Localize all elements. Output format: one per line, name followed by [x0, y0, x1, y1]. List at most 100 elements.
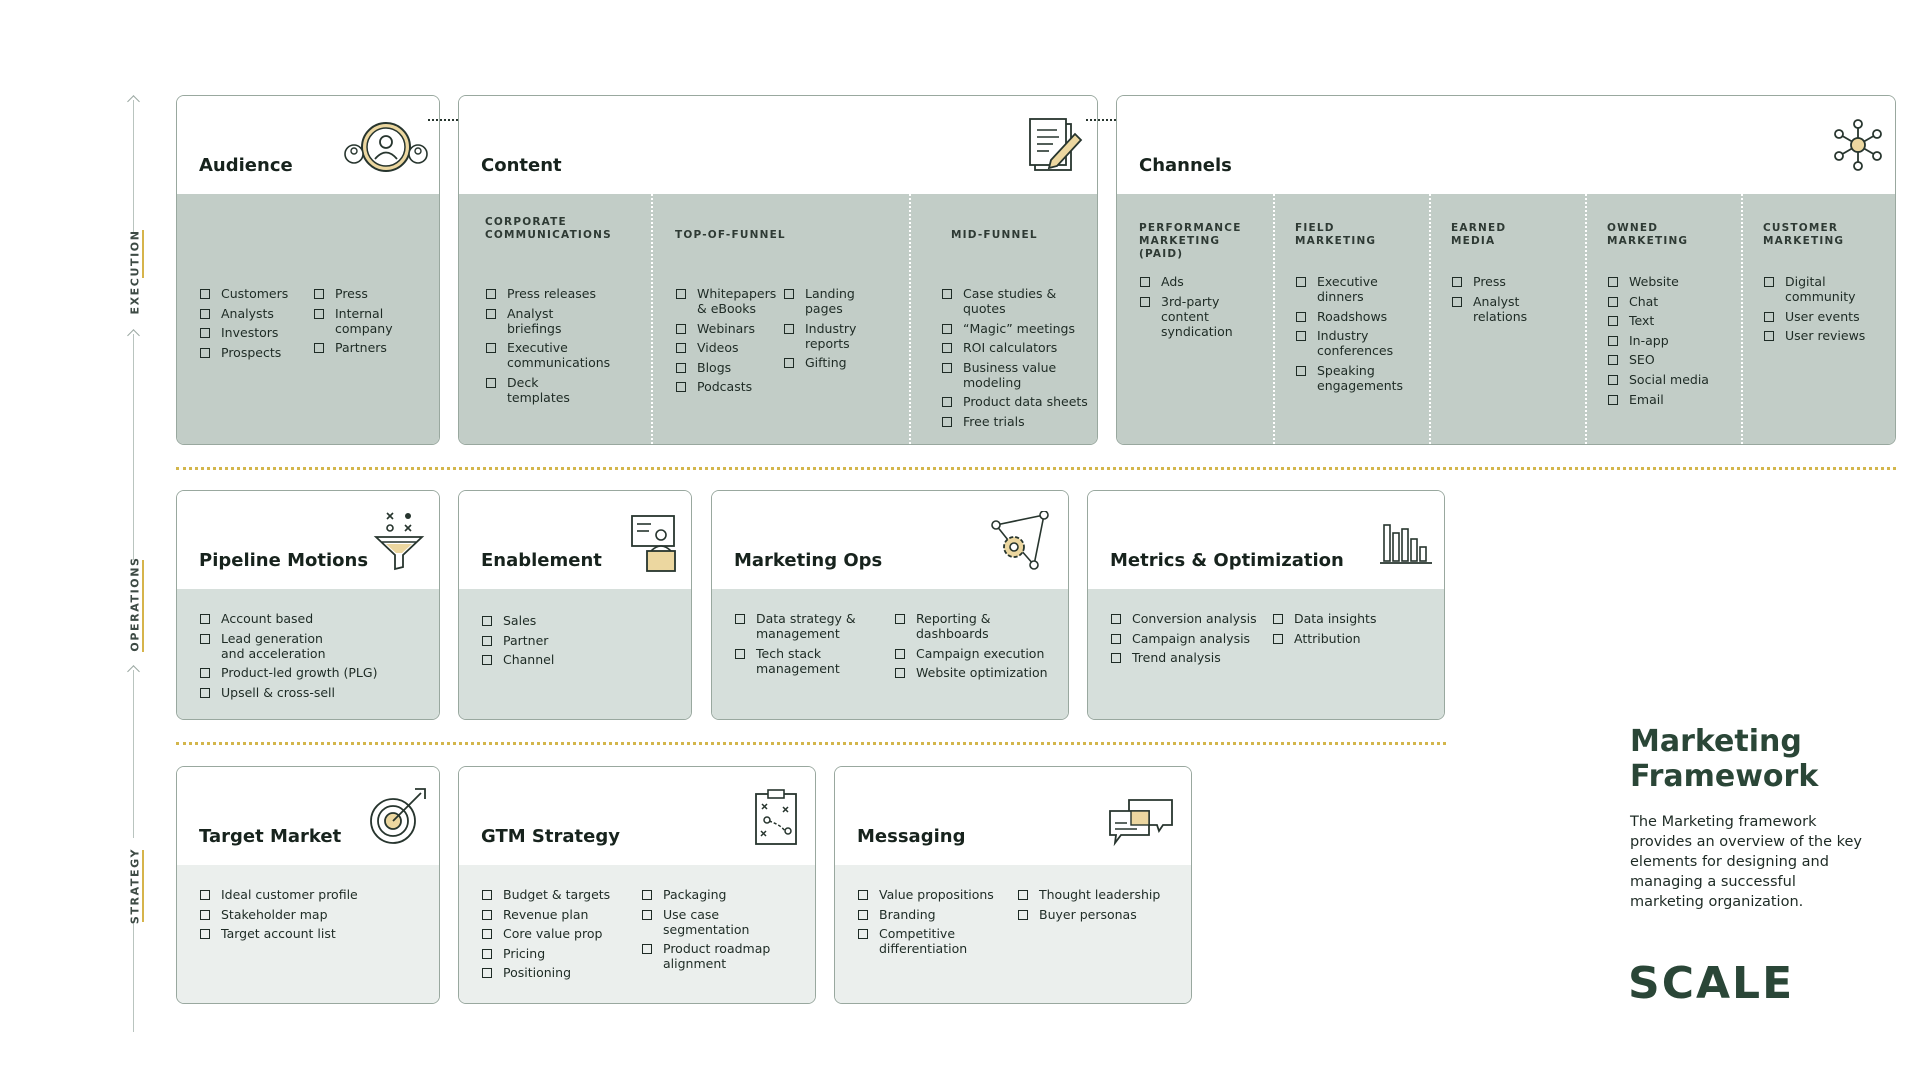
- list-item: Text: [1607, 313, 1737, 328]
- rail-line: [133, 670, 134, 838]
- list-item: Use case segmentation: [641, 907, 751, 937]
- group-heading: FIELD MARKETING: [1295, 222, 1377, 247]
- list-item: In-app: [1607, 333, 1737, 348]
- list-item: Website: [1607, 274, 1737, 289]
- marketing-ops-list-1: Data strategy & management Tech stack ma…: [734, 611, 884, 680]
- audience-list-1: Customers Analysts Investors Prospects: [199, 286, 299, 364]
- messaging-title: Messaging: [857, 826, 966, 847]
- rail-arrow-icon: [127, 95, 140, 108]
- enablement-list: Sales Partner Channel: [481, 613, 661, 672]
- earned-media-column: EARNED MEDIA Press Analyst relations: [1451, 222, 1581, 328]
- list-item: Social media: [1607, 372, 1737, 387]
- metrics-optimization-title: Metrics & Optimization: [1110, 550, 1344, 571]
- list-item: User reviews: [1763, 328, 1893, 343]
- execution-label: EXECUTION: [128, 229, 142, 315]
- list-item: Industry reports: [783, 321, 863, 351]
- target-icon: [370, 788, 426, 844]
- framework-title-line-2: Framework: [1630, 759, 1819, 794]
- list-item: Prospects: [199, 345, 299, 360]
- list-item: Conversion analysis: [1110, 611, 1270, 626]
- rail-accent: [142, 560, 144, 652]
- enablement-title: Enablement: [481, 550, 602, 571]
- connector-arrow: [428, 119, 470, 121]
- list-item: Case studies & quotes: [941, 286, 1061, 316]
- list-item: Business value modeling: [941, 360, 1077, 390]
- list-item: Competitive differentiation: [857, 926, 967, 956]
- list-item: Sales: [481, 613, 661, 628]
- list-item: “Magic” meetings: [941, 321, 1091, 336]
- list-item: Thought leadership: [1017, 887, 1189, 902]
- list-item: Webinars: [675, 321, 781, 336]
- list-item: Free trials: [941, 414, 1091, 429]
- list-item: Trend analysis: [1110, 650, 1270, 665]
- channels-title: Channels: [1139, 155, 1232, 176]
- list-item: Press: [1451, 274, 1581, 289]
- clipboard-play-icon: [755, 789, 797, 845]
- list-item: Product data sheets: [941, 394, 1091, 409]
- list-item: Upsell & cross-sell: [199, 685, 437, 700]
- list-item: Industry conferences: [1295, 328, 1405, 358]
- list-item: Press releases: [485, 286, 611, 301]
- list-item: Value propositions: [857, 887, 1015, 902]
- list-item: Data insights: [1272, 611, 1442, 626]
- list-item: ROI calculators: [941, 340, 1091, 355]
- list-item: Analysts: [199, 306, 299, 321]
- pipeline-motions-title: Pipeline Motions: [199, 550, 369, 571]
- rail-line: [133, 922, 134, 1032]
- list-item: Lead generation and acceleration: [199, 631, 339, 661]
- list-item: Positioning: [481, 965, 641, 980]
- column-divider: [1429, 194, 1431, 444]
- list-item: Internal company: [313, 306, 393, 336]
- audience-card: Audience Customers Analysts Investors Pr…: [176, 95, 440, 445]
- target-market-title: Target Market: [199, 826, 342, 847]
- framework-title-line-1: Marketing: [1630, 724, 1802, 759]
- list-item: Ideal customer profile: [199, 887, 437, 902]
- audience-icon: [344, 122, 428, 172]
- execution-operations-divider: [176, 467, 1896, 470]
- target-market-card: Target Market Ideal customer profile Sta…: [176, 766, 440, 1004]
- list-item: Chat: [1607, 294, 1737, 309]
- marketing-ops-list-2: Reporting & dashboards Campaign executio…: [894, 611, 1068, 685]
- messaging-list-1: Value propositions Branding Competitive …: [857, 887, 1015, 961]
- column-divider: [1273, 194, 1275, 444]
- group-heading: CUSTOMER MARKETING: [1763, 222, 1845, 247]
- list-item: Email: [1607, 392, 1737, 407]
- list-item: Executive dinners: [1295, 274, 1395, 304]
- list-item: Press: [313, 286, 433, 301]
- gtm-strategy-title: GTM Strategy: [481, 826, 620, 847]
- performance-marketing-column: PERFORMANCE MARKETING (PAID) Ads 3rd-par…: [1139, 222, 1269, 343]
- list-item: Channel: [481, 652, 661, 667]
- group-heading: PERFORMANCE MARKETING (PAID): [1139, 222, 1242, 260]
- framework-title: Marketing Framework: [1630, 724, 1818, 794]
- list-item: Ads: [1139, 274, 1269, 289]
- marketing-ops-title: Marketing Ops: [734, 550, 883, 571]
- list-item: Gifting: [783, 355, 873, 370]
- connector-arrow: [1086, 119, 1132, 121]
- scale-logo: SCALE: [1628, 958, 1795, 1009]
- mid-funnel-column: MID-FUNNEL Case studies & quotes “Magic”…: [941, 216, 1091, 434]
- list-item: Website optimization: [894, 665, 1068, 680]
- list-item: Product roadmap alignment: [641, 941, 771, 971]
- gtm-strategy-list-1: Budget & targets Revenue plan Core value…: [481, 887, 641, 985]
- rail-accent: [142, 850, 144, 922]
- list-item: Campaign analysis: [1110, 631, 1270, 646]
- list-item: Partner: [481, 633, 661, 648]
- gtm-strategy-list-2: Packaging Use case segmentation Product …: [641, 887, 811, 976]
- list-item: Core value prop: [481, 926, 641, 941]
- framework-description: The Marketing framework provides an over…: [1630, 814, 1863, 910]
- list-item: Blogs: [675, 360, 781, 375]
- column-divider: [1741, 194, 1743, 444]
- list-item: Executive communications: [485, 340, 610, 370]
- pipeline-motions-list: Account based Lead generation and accele…: [199, 611, 437, 704]
- funnel-icon: [373, 512, 425, 571]
- top-of-funnel-column: TOP-OF-FUNNEL Whitepapers & eBooks Webin…: [675, 216, 905, 399]
- corporate-communications-column: CORPORATE COMMUNICATIONS Press releases …: [485, 216, 645, 409]
- list-item: Investors: [199, 325, 299, 340]
- field-marketing-column: FIELD MARKETING Executive dinners Roadsh…: [1295, 222, 1425, 397]
- audience-list-2: Press Internal company Partners: [313, 286, 433, 360]
- list-item: Account based: [199, 611, 437, 626]
- bar-chart-icon: [1380, 524, 1432, 564]
- list-item: Revenue plan: [481, 907, 641, 922]
- rail-accent: [142, 230, 144, 278]
- rail-arrow-icon: [127, 665, 140, 678]
